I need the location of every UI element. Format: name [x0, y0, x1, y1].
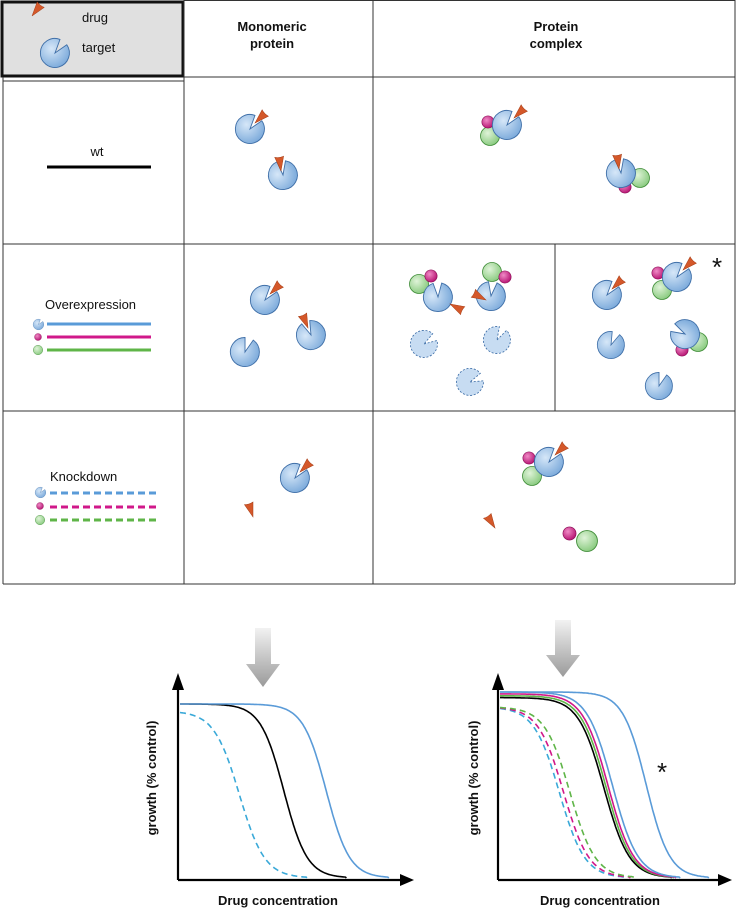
table-grid: [0, 0, 736, 585]
dose-response-curve: [500, 691, 710, 879]
chart1-x-axis-arrowhead: [400, 874, 414, 886]
row-label-wt-text: wt: [90, 144, 104, 159]
chart1-ylabel: growth (% control): [144, 721, 159, 836]
drug: [449, 301, 467, 317]
chart2-curves: [499, 691, 710, 879]
target-protein-dashed: [480, 323, 513, 357]
partner-green: [576, 530, 598, 552]
partner-magenta: [424, 269, 438, 283]
chart-monomeric: growth (% control) Drug concentration: [144, 673, 414, 908]
drug: [513, 103, 529, 120]
chart-complex: growth (% control) Drug concentration *: [466, 673, 732, 908]
chart1-y-axis-arrowhead: [172, 673, 184, 690]
partner-magenta: [562, 526, 577, 541]
dose-response-curve: [179, 711, 308, 879]
target-protein: [290, 314, 332, 356]
cell-knockdown-complex: [481, 440, 598, 552]
cell-wt-monomeric: [234, 108, 304, 197]
legend: drug target: [31, 1, 116, 68]
down-arrow-complex: [546, 620, 580, 677]
cell-knockdown-monomeric: [241, 457, 315, 518]
dose-response-curve: [499, 707, 627, 879]
dose-response-curve: [500, 696, 673, 879]
chart2-x-axis-arrowhead: [718, 874, 732, 886]
target-protein-dashed: [406, 326, 442, 362]
row-label-overexpression-text: Overexpression: [45, 297, 136, 312]
legend-target-label: target: [82, 40, 116, 55]
legend-drug-label: drug: [82, 10, 108, 25]
drug: [682, 255, 698, 272]
chart1-curves: [179, 703, 390, 879]
target-protein: [641, 368, 677, 404]
dose-response-curve: [180, 703, 347, 879]
chart2-y-axis-arrowhead: [492, 673, 504, 690]
target-protein: [593, 328, 628, 362]
target-protein: [225, 332, 264, 372]
dose-response-curve: [500, 695, 675, 879]
column-header-complex-line2: complex: [530, 36, 584, 51]
drug: [241, 498, 261, 518]
target-mini-icon: [32, 319, 44, 330]
partner-green: [482, 262, 502, 282]
green-mini-icon: [35, 515, 45, 525]
dose-response-curve: [500, 693, 677, 879]
row-label-wt: wt: [47, 144, 151, 169]
chart2-xlabel: Drug concentration: [540, 893, 660, 908]
magenta-mini-icon: [36, 502, 44, 510]
chart1-xlabel: Drug concentration: [218, 893, 338, 908]
drug: [554, 440, 570, 457]
partner-magenta: [522, 451, 536, 465]
column-header-monomeric-line2: protein: [250, 36, 294, 51]
row-label-overexpression: Overexpression: [32, 297, 151, 355]
drug: [481, 511, 500, 529]
dose-response-curve: [500, 706, 638, 879]
row-label-knockdown-text: Knockdown: [50, 469, 117, 484]
partner-magenta: [498, 270, 512, 284]
cell-overexpression-complex-a: [406, 262, 513, 401]
green-mini-icon: [33, 345, 43, 355]
asterisk-complex-cell: *: [712, 252, 722, 282]
row-label-knockdown: Knockdown: [34, 469, 157, 525]
cell-overexpression-complex-b: *: [591, 252, 722, 404]
chart2-ylabel: growth (% control): [466, 721, 481, 836]
dose-response-curve: [180, 703, 390, 879]
dose-response-curve: [499, 707, 631, 879]
asterisk-chart: *: [657, 757, 667, 787]
target-protein-dashed: [451, 363, 489, 401]
cell-overexpression-monomeric: [225, 279, 332, 372]
magenta-mini-icon: [34, 333, 42, 341]
column-header-complex-line1: Protein: [534, 19, 579, 34]
target-mini-icon: [34, 487, 46, 498]
down-arrow-monomeric: [246, 628, 280, 687]
column-header-monomeric-line1: Monomeric: [237, 19, 306, 34]
cell-wt-complex: [480, 103, 650, 195]
